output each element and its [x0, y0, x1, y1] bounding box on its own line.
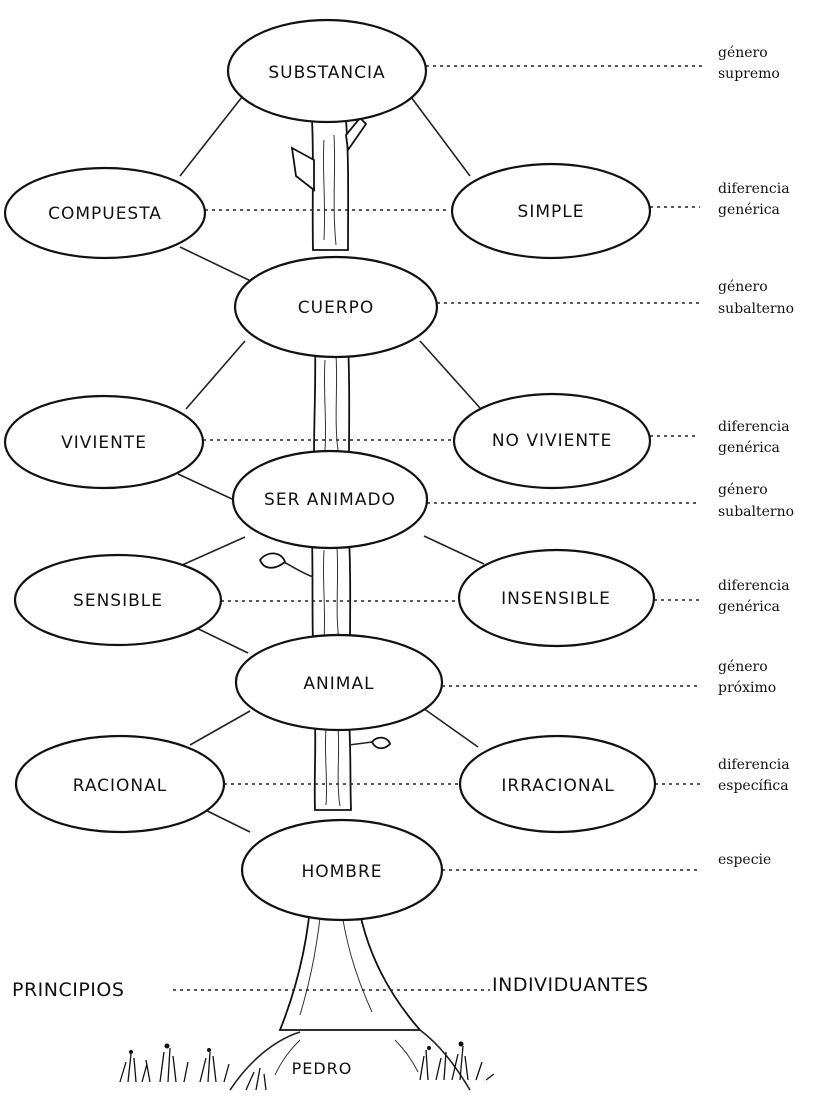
label-racional: RACIONAL: [73, 776, 168, 796]
side-label-4a: diferencia: [718, 419, 790, 435]
label-principios: PRINCIPIOS: [12, 979, 124, 1001]
label-sensible: SENSIBLE: [73, 591, 163, 611]
side-label-4b: genérica: [718, 440, 780, 456]
label-hombre: HOMBRE: [301, 862, 382, 882]
side-label-1a: género: [718, 45, 768, 61]
label-individuantes: INDIVIDUANTES: [492, 974, 649, 996]
side-label-7b: próximo: [718, 680, 776, 696]
side-label-5b: subalterno: [718, 504, 794, 520]
label-pedro: PEDRO: [292, 1059, 353, 1078]
side-label-8a: diferencia: [718, 757, 790, 773]
side-label-7a: género: [718, 659, 768, 675]
side-label-3a: género: [718, 279, 768, 295]
label-simple: SIMPLE: [518, 202, 585, 222]
label-ser-animado: SER ANIMADO: [264, 490, 396, 510]
label-substancia: SUBSTANCIA: [268, 63, 385, 83]
side-label-9: especie: [718, 852, 771, 868]
label-no-viviente: NO VIVIENTE: [492, 431, 612, 451]
side-label-6b: genérica: [718, 599, 780, 615]
side-label-5a: género: [718, 482, 768, 498]
label-viviente: VIVIENTE: [61, 433, 147, 453]
side-label-6a: diferencia: [718, 578, 790, 594]
side-label-3b: subalterno: [718, 301, 794, 317]
label-animal: ANIMAL: [303, 674, 374, 694]
side-labels: género supremo diferencia genérica géner…: [718, 45, 794, 868]
side-label-2a: diferencia: [718, 181, 790, 197]
label-insensible: INSENSIBLE: [501, 589, 611, 609]
label-irracional: IRRACIONAL: [501, 776, 614, 796]
side-label-1b: supremo: [718, 66, 780, 82]
label-cuerpo: CUERPO: [298, 298, 375, 318]
side-label-2b: genérica: [718, 202, 780, 218]
side-label-8b: específica: [718, 778, 789, 794]
label-compuesta: COMPUESTA: [48, 204, 162, 224]
